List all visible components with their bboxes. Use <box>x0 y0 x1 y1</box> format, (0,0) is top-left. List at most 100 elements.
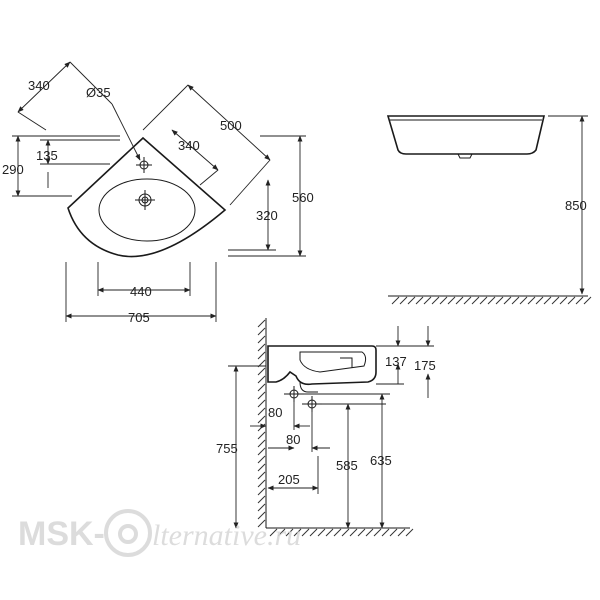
mount-point-b <box>302 396 322 412</box>
hatch-stroke <box>257 463 266 472</box>
drain-outlet-front <box>457 153 473 159</box>
hatch-stroke <box>257 399 266 408</box>
label-175: 175 <box>414 358 436 373</box>
label-205: 205 <box>278 472 300 487</box>
hatch-stroke <box>503 296 512 305</box>
hatch-stroke <box>309 528 318 537</box>
leader-diameter-35 <box>111 103 141 161</box>
label-440: 440 <box>130 284 152 299</box>
label-755: 755 <box>216 441 238 456</box>
hatch-stroke <box>407 296 416 305</box>
hatch-stroke <box>487 296 496 305</box>
hatch-stroke <box>389 528 398 537</box>
drain-symbol <box>135 190 155 210</box>
mount-point-a <box>284 386 304 402</box>
hatch-stroke <box>257 351 266 360</box>
hatch-stroke <box>257 471 266 480</box>
wall-hatch <box>257 319 266 528</box>
watermark-brand-tail: lternative.ru <box>152 519 301 552</box>
hatch-stroke <box>551 296 560 305</box>
label-340-side: 340 <box>178 138 200 153</box>
hatch-stroke <box>257 343 266 352</box>
ext-340-side <box>199 169 219 186</box>
hatch-stroke <box>471 296 480 305</box>
trap-profile-side <box>299 381 318 393</box>
ext-340-top-b <box>17 111 47 131</box>
hatch-stroke <box>257 447 266 456</box>
watermark: MSK- lternative.ru <box>18 509 301 557</box>
hatch-stroke <box>519 296 528 305</box>
hatch-stroke <box>391 296 400 305</box>
floor-hatch-side <box>269 528 414 537</box>
hatch-stroke <box>257 383 266 392</box>
hatch-stroke <box>447 296 456 305</box>
label-585: 585 <box>336 458 358 473</box>
hatch-stroke <box>479 296 488 305</box>
hatch-stroke <box>543 296 552 305</box>
hatch-stroke <box>575 296 584 305</box>
hatch-stroke <box>257 431 266 440</box>
label-635: 635 <box>370 453 392 468</box>
hatch-stroke <box>257 503 266 512</box>
hatch-stroke <box>257 439 266 448</box>
label-705: 705 <box>128 310 150 325</box>
hatch-stroke <box>257 335 266 344</box>
hatch-stroke <box>257 319 266 328</box>
hatch-stroke <box>257 519 266 528</box>
label-137: 137 <box>385 354 407 369</box>
label-diameter-35: Ø35 <box>86 85 111 100</box>
hatch-stroke <box>535 296 544 305</box>
tap-profile-side <box>340 357 353 368</box>
label-290: 290 <box>2 162 24 177</box>
hatch-stroke <box>455 296 464 305</box>
inner-bowl <box>98 178 196 242</box>
hatch-stroke <box>341 528 350 537</box>
ext-500-b <box>229 159 271 206</box>
hatch-stroke <box>423 296 432 305</box>
ext-340-top <box>69 61 113 105</box>
hatch-stroke <box>397 528 406 537</box>
hatch-stroke <box>257 495 266 504</box>
hatch-stroke <box>285 528 294 537</box>
hatch-stroke <box>257 455 266 464</box>
hatch-stroke <box>511 296 520 305</box>
hatch-stroke <box>399 296 408 305</box>
hatch-stroke <box>559 296 568 305</box>
hatch-stroke <box>365 528 374 537</box>
label-80-lower: 80 <box>286 432 300 447</box>
label-135: 135 <box>36 148 58 163</box>
hatch-stroke <box>583 296 592 305</box>
floor-hatch-front <box>391 296 592 305</box>
hatch-stroke <box>357 528 366 537</box>
basin-bowl-side <box>299 351 367 373</box>
front-view: 850 <box>386 115 592 305</box>
label-560: 560 <box>292 190 314 205</box>
basin-outline-front <box>386 115 546 155</box>
hatch-stroke <box>567 296 576 305</box>
hatch-stroke <box>431 296 440 305</box>
hatch-stroke <box>405 528 414 537</box>
hatch-stroke <box>527 296 536 305</box>
hatch-stroke <box>257 391 266 400</box>
hatch-stroke <box>257 487 266 496</box>
label-340-top: 340 <box>28 78 50 93</box>
hatch-stroke <box>257 415 266 424</box>
hatch-stroke <box>439 296 448 305</box>
hatch-stroke <box>277 528 286 537</box>
hatch-stroke <box>257 479 266 488</box>
hatch-stroke <box>325 528 334 537</box>
hatch-stroke <box>293 528 302 537</box>
ext-500-a <box>142 84 189 131</box>
dim-500-line <box>187 84 271 161</box>
hatch-stroke <box>257 511 266 520</box>
hatch-stroke <box>301 528 310 537</box>
label-500: 500 <box>220 118 242 133</box>
hatch-stroke <box>333 528 342 537</box>
basin-outline-top <box>67 136 227 258</box>
top-view: 340 Ø35 500 340 135 290 320 560 <box>2 61 314 325</box>
hatch-stroke <box>257 375 266 384</box>
hatch-stroke <box>373 528 382 537</box>
hatch-stroke <box>269 528 278 537</box>
hatch-stroke <box>317 528 326 537</box>
